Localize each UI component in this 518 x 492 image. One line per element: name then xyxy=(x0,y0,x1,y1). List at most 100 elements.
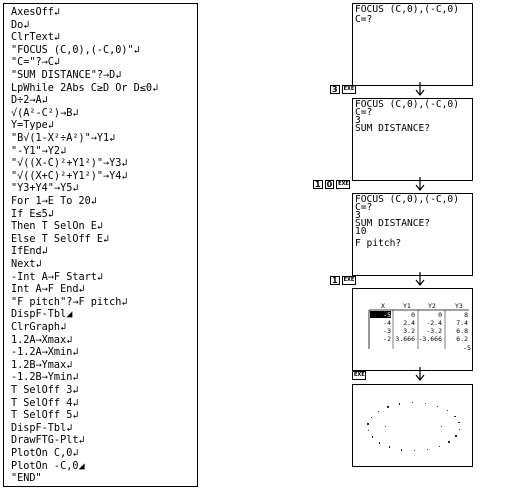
plot-point xyxy=(399,403,401,405)
table-cell: -2.4 xyxy=(426,319,442,327)
table-cell: -3.2 xyxy=(426,327,442,335)
program-line: Then T SelOn E↲ xyxy=(11,221,104,233)
table-cell: 6.8 xyxy=(456,327,468,335)
program-line: T SelOff 3↲ xyxy=(11,385,79,396)
program-line: DispF-Tbl↲ xyxy=(11,422,73,434)
plot-point xyxy=(370,416,373,418)
plot-point xyxy=(458,428,461,431)
key-exe[interactable]: EXE xyxy=(336,180,351,189)
screen-line: C=? xyxy=(355,107,373,118)
program-line: "F pitch"?→F pitch↲ xyxy=(11,296,128,308)
plot-point xyxy=(448,441,450,443)
program-line: ClrGraph↲ xyxy=(11,322,67,333)
program-line: ClrText↲ xyxy=(11,32,61,44)
screen-line: 3 xyxy=(355,210,361,221)
table-cell: 0 xyxy=(411,311,415,319)
program-line: DrawFTG-Plt↲ xyxy=(11,435,85,447)
plot-point xyxy=(371,436,373,438)
table-cell: 2.4 xyxy=(403,319,415,327)
program-line: √(A²-C²)→B↲ xyxy=(11,107,79,119)
key-sequence-3: 1 EXE xyxy=(330,276,356,285)
program-line: 1.2B→Ymax↲ xyxy=(11,359,73,371)
table-cell: 7.4 xyxy=(456,319,468,327)
program-line: -1.2B→Ymin↲ xyxy=(11,372,79,384)
table-cell: 3.666 xyxy=(395,335,415,343)
plot-point xyxy=(367,423,369,425)
key-3[interactable]: 3 xyxy=(330,85,340,94)
program-line: -1.2A→Xmin↲ xyxy=(11,347,79,359)
key-1[interactable]: 1 xyxy=(313,180,323,189)
key-sequence-1: 3 EXE xyxy=(330,85,356,94)
table-header-y3: Y3 xyxy=(455,302,463,310)
plot-point xyxy=(389,446,391,448)
plot-point xyxy=(377,410,379,413)
program-line: "√((X-C)²+Y1²)"→Y3↲ xyxy=(11,158,128,170)
program-line: T SelOff 5↲ xyxy=(11,410,79,422)
plot-point xyxy=(426,448,429,451)
screen-line: F pitch? xyxy=(355,238,402,249)
focus-point xyxy=(441,426,443,428)
calc-screen-1: FOCUS (C,0),(-C,0) C=? xyxy=(352,3,473,86)
plot-point xyxy=(438,445,441,448)
table-grid xyxy=(368,309,469,349)
program-line: LpWhile 2Abs C≥D Or D≤0↲ xyxy=(11,82,159,94)
program-line: Do↲ xyxy=(11,19,30,31)
screen-line: FOCUS (C,0),(-C,0) xyxy=(355,99,459,110)
table-cell: 0 xyxy=(438,311,442,319)
table-header-y2: Y2 xyxy=(428,302,436,310)
key-exe[interactable]: EXE xyxy=(352,371,366,380)
down-arrow-icon xyxy=(415,272,425,286)
screen-line: C=? xyxy=(355,14,373,25)
program-line: "B√(1-X²÷A²)"→Y1↲ xyxy=(11,133,116,144)
plot-point xyxy=(378,442,381,444)
program-line: Else T SelOff E↲ xyxy=(11,233,110,245)
program-listing: AxesOff↲Do↲ClrText↲"FOCUS (C,0),(-C,0)"↲… xyxy=(3,3,198,487)
program-line: "FOCUS (C,0),(-C,0)"↲ xyxy=(11,44,140,56)
calc-screen-2: FOCUS (C,0),(-C,0) C=? 3 SUM DISTANCE? xyxy=(352,98,473,181)
program-line: -Int A→F Start↲ xyxy=(11,271,104,283)
key-exe[interactable]: EXE xyxy=(341,276,356,285)
plot-point xyxy=(424,402,427,405)
table-cell: -2 xyxy=(383,335,391,343)
table-cell: 3.2 xyxy=(403,327,415,335)
screen-line: FOCUS (C,0),(-C,0) xyxy=(355,194,459,205)
plot-point xyxy=(458,422,460,424)
program-line: AxesOff↲ xyxy=(11,7,61,18)
program-line: "SUM DISTANCE"?→D↲ xyxy=(11,70,122,81)
key-exe[interactable]: EXE xyxy=(341,85,356,94)
program-line: For 1→E To 20↲ xyxy=(11,196,97,207)
key-sequence-4: EXE xyxy=(352,371,366,380)
key-0[interactable]: 0 xyxy=(324,180,335,189)
key-sequence-2: 1 0 EXE xyxy=(313,180,351,189)
program-line: Int A→F End↲ xyxy=(11,284,85,296)
program-line: IfEnd↲ xyxy=(11,246,48,258)
table-cell: -3 xyxy=(383,327,391,335)
plot-point xyxy=(436,405,439,407)
program-line: "C="?→C↲ xyxy=(11,57,61,69)
program-line: "√((X+C)²+Y1²)"→Y4↲ xyxy=(11,170,128,182)
table-cell: -5 xyxy=(383,311,391,319)
key-1[interactable]: 1 xyxy=(330,276,340,285)
program-line: "Y3+Y4"→Y5↲ xyxy=(11,183,79,195)
plot-point xyxy=(411,402,414,404)
screen-line: SUM DISTANCE? xyxy=(355,218,431,229)
down-arrow-icon xyxy=(415,82,425,96)
screen-line: 10 xyxy=(355,226,367,237)
plot-point xyxy=(387,406,389,408)
program-line: T SelOff 4↲ xyxy=(11,397,79,409)
plot-point xyxy=(414,449,416,452)
down-arrow-icon xyxy=(415,367,425,381)
program-line: If E≤5↲ xyxy=(11,208,54,220)
table-current-value: -5 xyxy=(463,344,471,352)
plot-point xyxy=(454,415,456,417)
program-line: PlotOn C,0↲ xyxy=(11,448,79,459)
table-cell: -3.666 xyxy=(418,335,442,343)
table-header-x: X xyxy=(381,302,385,310)
program-line: "END" xyxy=(11,473,42,485)
table-cursor xyxy=(370,311,391,318)
screen-line: SUM DISTANCE? xyxy=(355,123,431,134)
table-cell: 6.2 xyxy=(456,335,468,343)
down-arrow-icon xyxy=(415,177,425,191)
program-line: 1.2A→Xmax↲ xyxy=(11,334,73,346)
